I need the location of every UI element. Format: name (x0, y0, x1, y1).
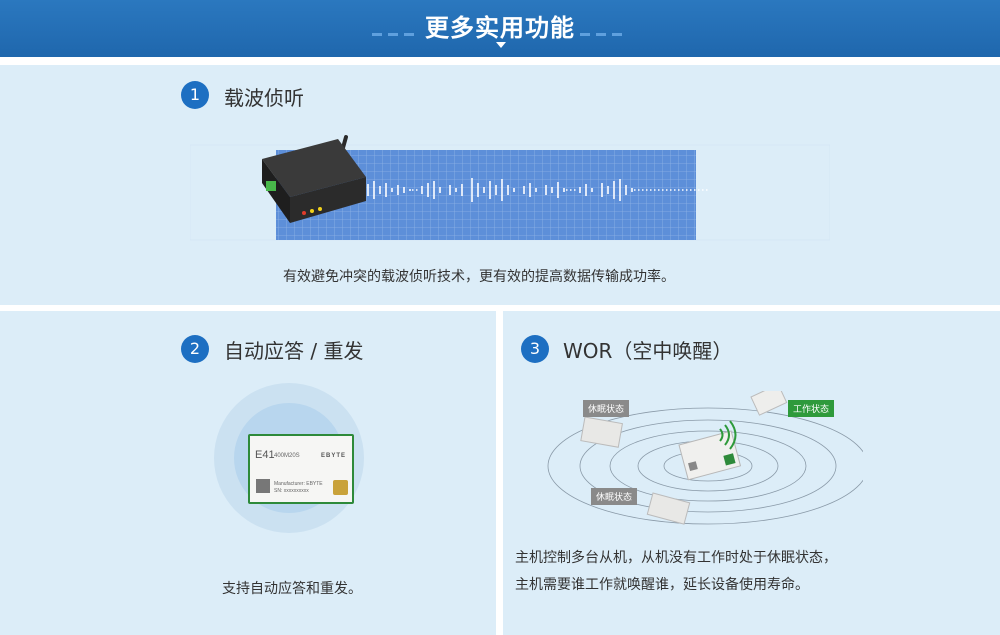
work-state-tag: 工作状态 (788, 400, 835, 417)
header-right-dash-decor (580, 21, 628, 36)
module-manufacturer: Manufacturer: EBYTE (274, 481, 323, 487)
section-number-badge: 3 (521, 335, 549, 363)
auto-reply-caption: 支持自动应答和重发。 (222, 581, 362, 597)
carrier-sense-caption: 有效避免冲突的载波侦听技术，更有效的提高数据传输成功率。 (283, 269, 675, 285)
module-submodel: 400M20S (274, 453, 300, 459)
section-number-badge: 1 (181, 81, 209, 109)
module-model: E41 (255, 449, 275, 461)
section-title: WOR（空中唤醒） (563, 339, 733, 363)
wor-caption-line1: 主机控制多台从机，从机没有工作时处于休眠状态， (515, 550, 837, 566)
carrier-sense-panel: 1 载波侦听 (0, 65, 1000, 305)
carrier-sense-illustration (190, 135, 830, 241)
header-banner: 更多实用功能 (0, 0, 1000, 57)
module-shield: E41 400M20S EBYTE Manufacturer: EBYTE SN… (250, 436, 352, 502)
module-brand: EBYTE (321, 453, 347, 459)
section-title: 自动应答 / 重发 (224, 339, 364, 363)
e41-module: E41 400M20S EBYTE Manufacturer: EBYTE SN… (248, 434, 354, 504)
sleep-state-tag-2: 休眠状态 (591, 488, 638, 505)
wor-caption-line2: 主机需要谁工作就唤醒谁，延长设备使用寿命。 (515, 577, 809, 593)
header-down-arrow-icon (496, 42, 506, 48)
module-serial: SN: xxxxxxxxxx (274, 488, 309, 494)
sleep-state-tag: 休眠状态 (583, 400, 630, 417)
wor-illustration (547, 391, 863, 525)
qr-code-icon (256, 479, 270, 493)
antenna-connector-icon (333, 480, 348, 495)
wor-panel: 3 WOR（空中唤醒） (503, 311, 1000, 635)
section-title: 载波侦听 (224, 86, 304, 110)
auto-reply-panel: 2 自动应答 / 重发 E41 400M20S EBYTE Manufactur… (0, 311, 496, 635)
header-title: 更多实用功能 (425, 14, 575, 42)
section-number-badge: 2 (181, 335, 209, 363)
header-left-dash-decor (372, 21, 420, 36)
